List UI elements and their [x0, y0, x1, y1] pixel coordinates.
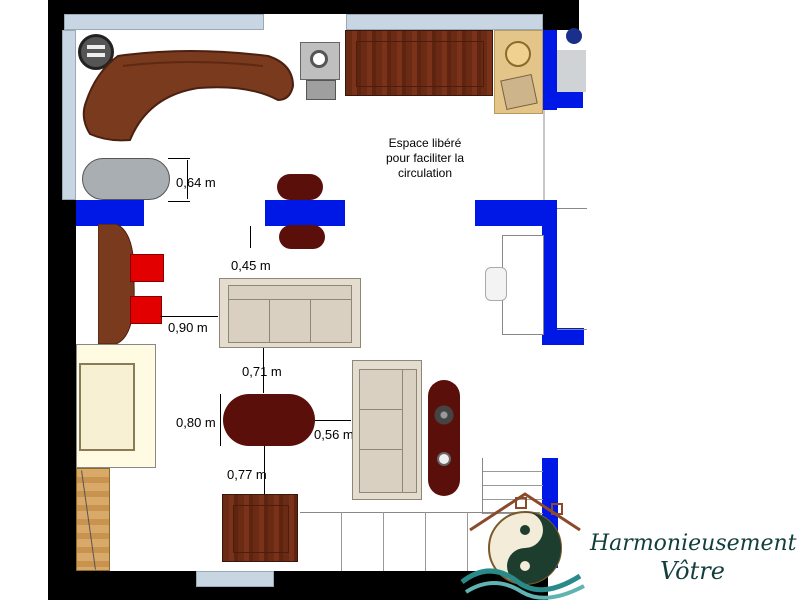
armchair-top — [300, 42, 340, 80]
right-room-gray — [556, 50, 586, 92]
desk-right — [502, 235, 544, 335]
chair-red-1 — [130, 254, 164, 282]
stool-top — [277, 174, 323, 200]
wall-top — [48, 0, 578, 14]
bookcase-curved — [98, 224, 135, 344]
note-line-3: circulation — [397, 166, 453, 180]
stairs-steps-vertical — [482, 458, 543, 514]
dim-064: 0,64 m — [176, 175, 216, 190]
oval-table-right — [428, 380, 460, 496]
sofa-vertical — [352, 360, 422, 500]
door-frame-right-top-h — [543, 92, 583, 108]
dim-line-064 — [168, 158, 190, 202]
dim-056: 0,56 m — [314, 427, 354, 442]
sofa-horizontal — [219, 278, 361, 348]
armchair-left — [76, 344, 156, 468]
wood-strip-left — [76, 468, 110, 571]
door-frame-right-top — [543, 30, 557, 110]
curved-sofa — [82, 50, 295, 142]
partition-right-vertical — [542, 200, 557, 345]
right-corner-icon — [566, 28, 582, 44]
oval-coffee-table — [82, 158, 170, 200]
partition-right-bottom — [542, 328, 584, 345]
dim-arrow-045 — [250, 226, 251, 248]
logo-text-line1: Harmonieusement — [590, 531, 797, 556]
dim-arrow-080 — [220, 394, 221, 446]
note-line-2: pour faciliter la — [385, 151, 465, 165]
window-left — [62, 30, 76, 200]
armchair-top-footrest — [306, 80, 336, 100]
dim-090: 0,90 m — [168, 320, 208, 335]
window-bottom — [196, 571, 274, 587]
right-wall-outline — [543, 30, 545, 200]
dim-arrow-064 — [187, 160, 188, 199]
chair-red-2 — [130, 296, 162, 324]
partition-center — [265, 200, 345, 226]
dim-045: 0,45 m — [231, 258, 271, 273]
desk-corner — [494, 30, 543, 114]
dim-071: 0,71 m — [242, 364, 282, 379]
right-room-outline — [557, 208, 587, 330]
wall-bottom — [48, 571, 548, 600]
chair-right — [485, 267, 507, 301]
side-table-round — [78, 34, 114, 70]
dim-080: 0,80 m — [176, 415, 216, 430]
dim-arrow-077 — [264, 446, 265, 494]
circulation-note: Espace libéré pour faciliter la circulat… — [375, 136, 475, 181]
dining-table — [223, 394, 315, 446]
dim-077: 0,77 m — [227, 467, 267, 482]
window-top-left — [64, 14, 264, 30]
logo-text-line2: Vôtre — [660, 557, 725, 585]
wall-right-top — [543, 0, 579, 30]
dim-arrow-071 — [263, 348, 264, 393]
dim-arrow-090 — [160, 316, 218, 317]
note-line-1: Espace libéré — [388, 136, 462, 150]
sideboard-top — [345, 30, 493, 96]
stool-bottom — [279, 225, 325, 249]
dim-arrow-056 — [315, 420, 351, 421]
cabinet-bottom — [222, 494, 298, 562]
window-top-right — [346, 14, 543, 30]
logo-yin-yang-house — [460, 492, 585, 600]
partition-left — [76, 200, 144, 226]
